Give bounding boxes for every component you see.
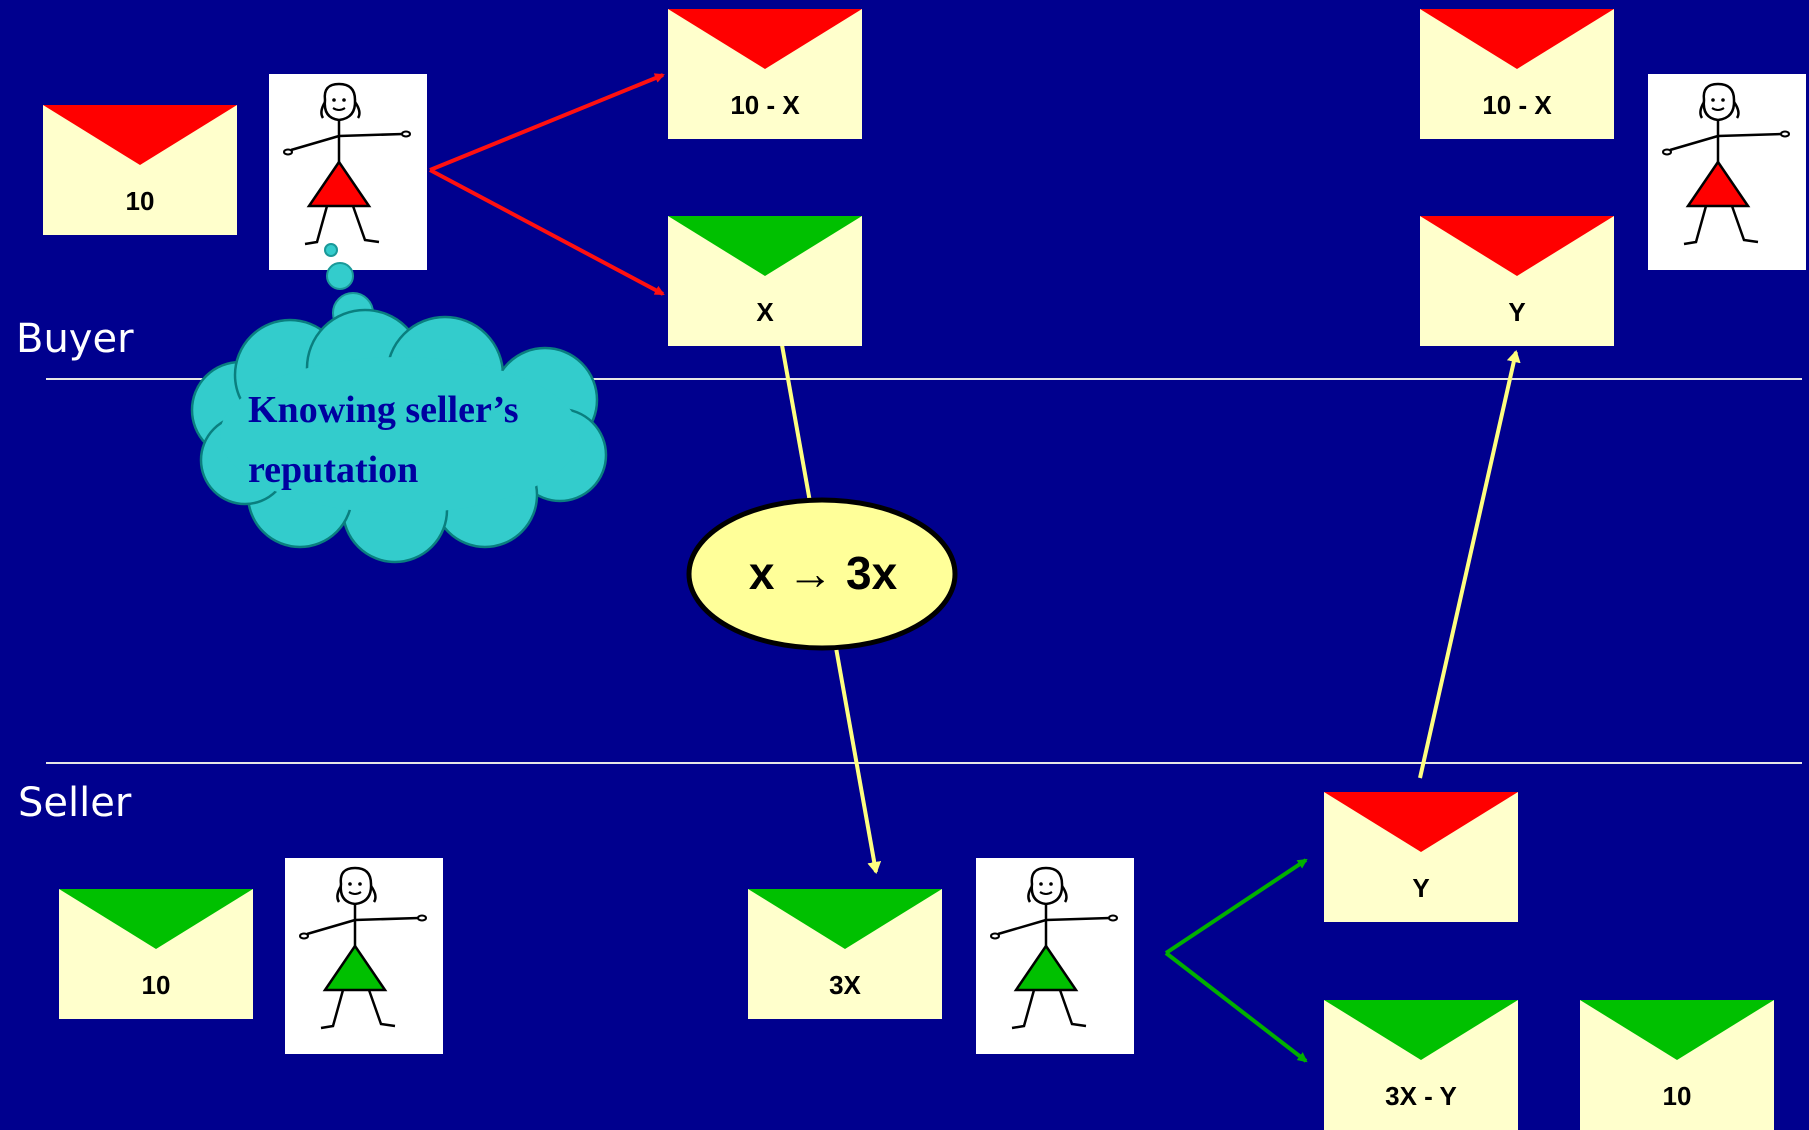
envelope-buyer-start: 10: [43, 105, 237, 235]
envelope-seller-keep: 3X - Y: [1324, 1000, 1518, 1130]
arrow-to-keep-envelope: [429, 73, 665, 172]
envelope-icon: [1420, 216, 1614, 276]
person-seller-receive: [976, 858, 1134, 1054]
envelope-icon: [668, 9, 862, 69]
envelope-icon: [1580, 1000, 1774, 1060]
buyer-divider: [46, 378, 1802, 380]
thought-line-2: reputation: [248, 449, 419, 491]
envelope-seller-start: 10: [59, 889, 253, 1019]
envelope-buyer-start-label: 10: [125, 186, 155, 216]
arrow-return-to-buyer: [1418, 350, 1521, 779]
envelope-seller-keep-label: 3X - Y: [1385, 1081, 1457, 1111]
envelope-buyer-final-keep: 10 - X: [1420, 9, 1614, 139]
envelope-buyer-send-label: X: [756, 297, 774, 327]
buyer-row-label: Buyer: [16, 316, 134, 362]
multiplier-label: x → 3x: [748, 547, 898, 599]
envelope-seller-own-label: 10: [1662, 1081, 1692, 1111]
stick-figure-icon: [990, 866, 1118, 1030]
envelope-buyer-keep-label: 10 - X: [730, 90, 800, 120]
envelope-seller-own: 10: [1580, 1000, 1774, 1130]
envelope-buyer-send: X: [668, 216, 862, 346]
envelope-icon: [59, 889, 253, 949]
stick-figure-icon: [299, 866, 427, 1030]
envelope-buyer-final-return: Y: [1420, 216, 1614, 346]
person-buyer-start: [269, 74, 427, 270]
envelope-seller-receive: 3X: [748, 889, 942, 1019]
envelope-seller-start-label: 10: [141, 970, 171, 1000]
person-buyer-final: [1648, 74, 1806, 270]
envelope-icon: [1324, 792, 1518, 852]
envelope-seller-return: Y: [1324, 792, 1518, 922]
arrow-to-seller-keep-envelope: [1164, 951, 1308, 1063]
envelope-icon: [748, 889, 942, 949]
envelope-icon: [1324, 1000, 1518, 1060]
envelope-seller-receive-label: 3X: [829, 970, 861, 1000]
stick-figure-icon: [283, 82, 411, 246]
envelope-buyer-final-keep-label: 10 - X: [1482, 90, 1552, 120]
person-seller-start: [285, 858, 443, 1054]
thought-line-1: Knowing seller’s: [248, 389, 519, 431]
envelope-icon: [668, 216, 862, 276]
arrow-to-send-envelope: [429, 168, 665, 296]
envelope-seller-return-label: Y: [1412, 873, 1430, 903]
stick-figure-icon: [1662, 82, 1790, 246]
arrow-to-return-envelope: [1164, 858, 1308, 955]
seller-row-label: Seller: [18, 780, 132, 826]
envelope-icon: [43, 105, 237, 165]
seller-divider: [46, 762, 1802, 764]
envelope-icon: [1420, 9, 1614, 69]
envelope-buyer-final-return-label: Y: [1508, 297, 1526, 327]
envelope-buyer-keep: 10 - X: [668, 9, 862, 139]
